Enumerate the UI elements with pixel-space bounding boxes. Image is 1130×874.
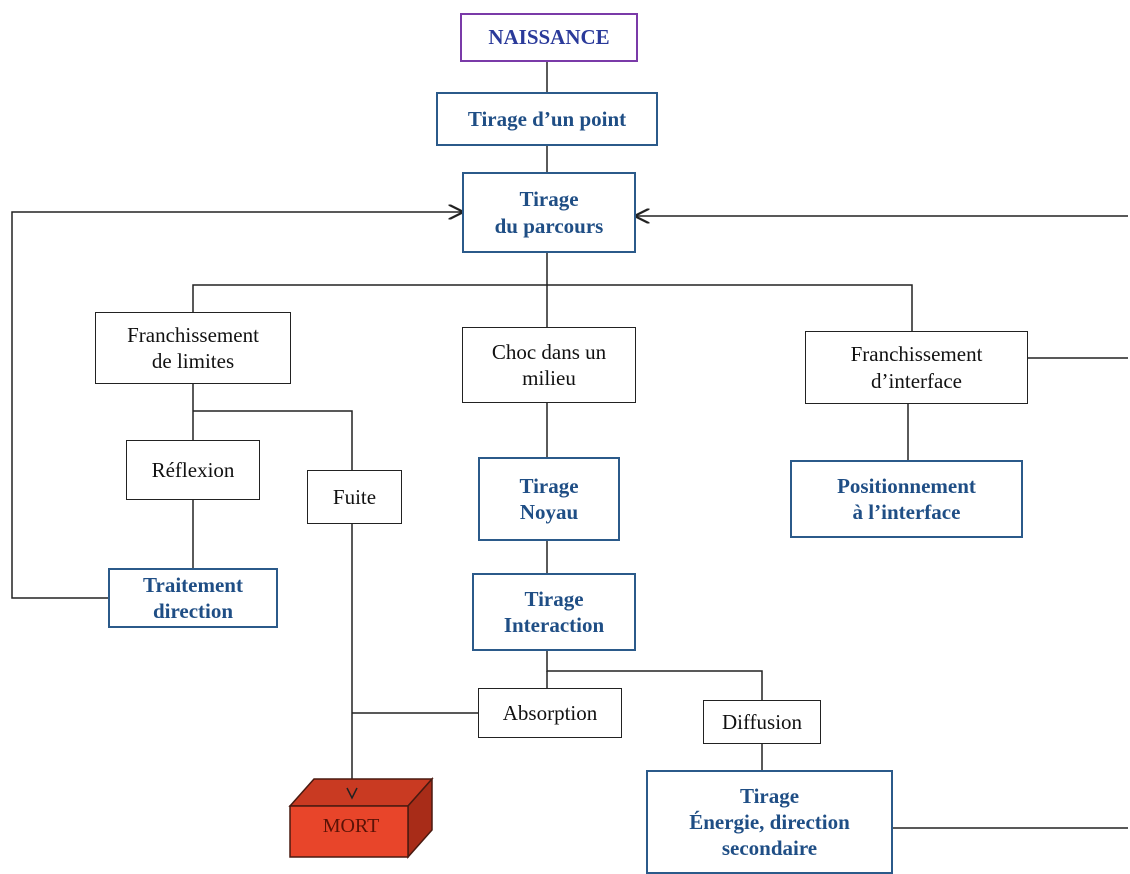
node-franchissement-interface: Franchissement d’interface: [805, 331, 1028, 404]
node-tirage-interaction: Tirage Interaction: [472, 573, 636, 651]
node-tirage-point: Tirage d’un point: [436, 92, 658, 146]
node-fuite: Fuite: [307, 470, 402, 524]
node-mort: MORT: [322, 815, 380, 837]
node-traitement-direction: Traitement direction: [108, 568, 278, 628]
line-branch-bar: [192, 284, 913, 331]
node-reflexion: Réflexion: [126, 440, 260, 500]
node-tirage-energie: Tirage Énergie, direction secondaire: [646, 770, 893, 874]
node-absorption: Absorption: [478, 688, 622, 738]
line-left-loop: [11, 212, 462, 599]
line-interaction-branch: [546, 651, 763, 700]
node-franchissement-limites: Franchissement de limites: [95, 312, 291, 384]
node-tirage-noyau: Tirage Noyau: [478, 457, 620, 541]
node-positionnement-interface: Positionnement à l’interface: [790, 460, 1023, 538]
node-diffusion: Diffusion: [703, 700, 821, 744]
node-naissance: NAISSANCE: [460, 13, 638, 62]
node-tirage-parcours: Tirage du parcours: [462, 172, 636, 253]
mort-box-shape: [288, 777, 434, 859]
node-choc-milieu: Choc dans un milieu: [462, 327, 636, 403]
line-limites-fuite: [193, 410, 353, 470]
